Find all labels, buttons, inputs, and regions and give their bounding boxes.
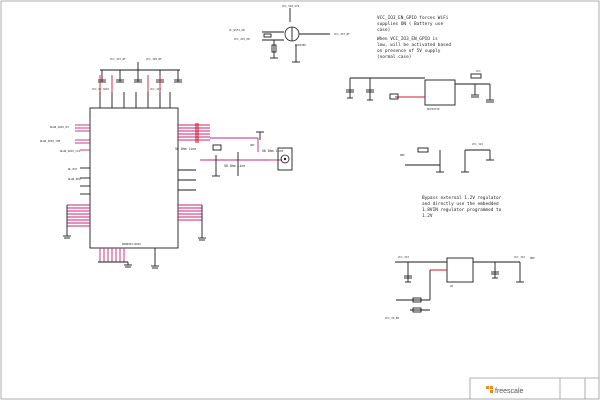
svg-text:VCC_3V3_WF: VCC_3V3_WF	[110, 57, 126, 61]
regulator-block-lower: U5 VCC_3V3 VCC_1V2 DNP VCC_IO_EN	[385, 255, 535, 320]
design-note-2: When VCC_IO3_EN_GPIO is low, will be act…	[377, 36, 451, 60]
freescale-logo-icon: freescale	[486, 386, 524, 395]
svg-text:VCC_1V8_WF: VCC_1V8_WF	[146, 57, 162, 61]
svg-text:1.2V: 1.2V	[422, 213, 433, 219]
svg-text:1.8VIN regulator programmed to: 1.8VIN regulator programmed to	[422, 207, 502, 213]
svg-text:VCC_1V2: VCC_1V2	[472, 142, 483, 146]
svg-text:VCC_IO3_EN_GPIO forces WiFi: VCC_IO3_EN_GPIO forces WiFi	[377, 15, 449, 21]
svg-text:VL_WIFI_ON: VL_WIFI_ON	[229, 28, 245, 32]
svg-text:VCC_IO_SDIO: VCC_IO_SDIO	[92, 87, 110, 91]
svg-text:VCC_5V0_SYS: VCC_5V0_SYS	[282, 4, 300, 8]
impedance-label-2: 50 Ohm line	[262, 149, 283, 153]
regulator-part: NCP59750	[427, 107, 440, 111]
rf-antenna-path: 50 Ohm line 50 Ohm line 50 Ohm line ANT	[175, 131, 293, 177]
svg-text:When VCC_IO3_EN_GPIO is: When VCC_IO3_EN_GPIO is	[377, 36, 438, 42]
svg-text:DNP: DNP	[530, 256, 535, 260]
svg-text:WLAN_SDIO_CMD: WLAN_SDIO_CMD	[40, 139, 61, 143]
svg-text:ANT: ANT	[250, 143, 255, 147]
svg-text:case): case)	[377, 27, 390, 33]
svg-text:U5: U5	[450, 284, 454, 288]
svg-text:supplies ON ( Battery use: supplies ON ( Battery use	[377, 21, 443, 27]
svg-text:and directly use the embedded: and directly use the embedded	[422, 201, 499, 207]
svg-text:VCC_1V2: VCC_1V2	[514, 255, 525, 259]
svg-text:WLAN_SDIO_CLK: WLAN_SDIO_CLK	[60, 149, 81, 153]
fet-switch-block: VCC_5V0_SYS VL_WIFI_ON VCC_IO3_EN VCC_3V…	[229, 4, 350, 63]
svg-text:Bypass external 1.2V regulator: Bypass external 1.2V regulator	[422, 195, 502, 201]
svg-text:low, will be activated based: low, will be activated based	[377, 42, 451, 48]
brand-name: freescale	[495, 388, 524, 395]
svg-text:VCC_IO_EN: VCC_IO_EN	[385, 316, 399, 320]
svg-text:VCC_IO3_EN: VCC_IO3_EN	[234, 37, 250, 41]
impedance-label-1: 50 Ohm line	[175, 147, 196, 151]
net-label-top: VCC_3V3_WF	[334, 32, 350, 36]
svg-text:on presence of 5V supply: on presence of 5V supply	[377, 48, 441, 54]
impedance-label-3: 50 Ohm line	[224, 164, 245, 168]
svg-text:WL_RST: WL_RST	[68, 167, 78, 171]
wifi-mcu: 88W8801-NAPU VCC_3V3_WF VCC_1V8_WF VCC_I…	[40, 57, 210, 269]
title-block: freescale	[469, 377, 599, 399]
svg-text:VCC_1V8: VCC_1V8	[150, 87, 161, 91]
mid-right-jumper: DNP VCC_1V2	[400, 142, 494, 173]
regulator-block-upper: NCP59750 VCC	[346, 69, 494, 111]
design-note-1: VCC_IO3_EN_GPIO forces WiFi supplies ON …	[377, 15, 449, 33]
svg-text:VCC: VCC	[476, 69, 481, 73]
svg-text:WLAN_REQ: WLAN_REQ	[68, 177, 81, 181]
svg-text:DNP: DNP	[400, 153, 405, 157]
design-note-3: Bypass external 1.2V regulator and direc…	[422, 195, 502, 219]
fet-part-label: FDN338P	[295, 43, 306, 47]
svg-text:WLAN_SDIO_D3: WLAN_SDIO_D3	[50, 125, 69, 129]
svg-text:VCC_3V3: VCC_3V3	[398, 255, 409, 259]
mcu-part-label: 88W8801-NAPU	[122, 242, 141, 246]
svg-text:(normal case): (normal case)	[377, 54, 411, 60]
